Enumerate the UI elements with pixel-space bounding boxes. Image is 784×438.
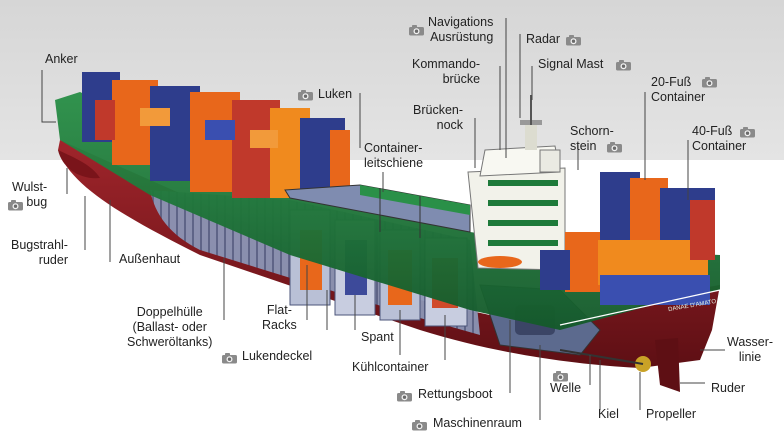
label-spant: Spant bbox=[361, 330, 394, 344]
label-flat-racks: Flat-Racks bbox=[262, 303, 297, 332]
camera-icon[interactable] bbox=[565, 33, 582, 46]
label-wulstbug: Wulst-bug bbox=[12, 180, 48, 209]
waterline bbox=[559, 289, 721, 326]
label-rettungsboot: Rettungsboot bbox=[418, 387, 493, 401]
label-ruder: Ruder bbox=[711, 381, 746, 395]
label-propeller: Propeller bbox=[646, 407, 697, 421]
label-luken: Luken bbox=[318, 87, 353, 101]
camera-icon[interactable] bbox=[297, 88, 314, 101]
label-kiel: Kiel bbox=[598, 407, 619, 421]
camera-icon[interactable] bbox=[408, 23, 425, 36]
camera-icon[interactable] bbox=[552, 369, 569, 382]
camera-icon[interactable] bbox=[221, 351, 238, 364]
camera-icon[interactable] bbox=[411, 418, 428, 431]
label-kuehlcontainer: Kühlcontainer bbox=[352, 360, 429, 374]
hull-bottom bbox=[58, 140, 720, 368]
camera-icon[interactable] bbox=[606, 140, 623, 153]
label-radar: Radar bbox=[526, 32, 561, 46]
label-maschinenraum: Maschinenraum bbox=[433, 416, 522, 430]
camera-icon[interactable] bbox=[739, 125, 756, 138]
camera-icon[interactable] bbox=[701, 75, 718, 88]
label-containerleitschiene: Container-leitschiene bbox=[364, 141, 424, 170]
bulbous-bow bbox=[58, 150, 100, 179]
label-anker: Anker bbox=[45, 52, 78, 66]
camera-icon[interactable] bbox=[396, 389, 413, 402]
superstructure bbox=[467, 95, 566, 271]
label-lukendeckel: Lukendeckel bbox=[242, 349, 313, 363]
label-welle: Welle bbox=[550, 381, 582, 395]
forward-containers bbox=[82, 72, 350, 198]
hatch-covers bbox=[284, 184, 471, 238]
camera-icon[interactable] bbox=[7, 198, 24, 211]
label-wasserlinie: Wasser-linie bbox=[727, 335, 774, 364]
label-bugstrahlruder: Bugstrahl-ruder bbox=[11, 238, 68, 267]
aft-containers bbox=[540, 172, 715, 305]
leader-lines bbox=[41, 18, 725, 420]
label-schornstein: Schorn-stein bbox=[570, 124, 614, 153]
camera-icon[interactable] bbox=[615, 58, 632, 71]
label-aussenhaut: Außenhaut bbox=[119, 252, 181, 266]
label-brueckennock: Brücken-nock bbox=[413, 103, 464, 132]
label-signal-mast: Signal Mast bbox=[538, 57, 604, 71]
rudder-shape bbox=[655, 338, 680, 392]
label-kommandobruecke: Kommando-brücke bbox=[412, 57, 481, 86]
